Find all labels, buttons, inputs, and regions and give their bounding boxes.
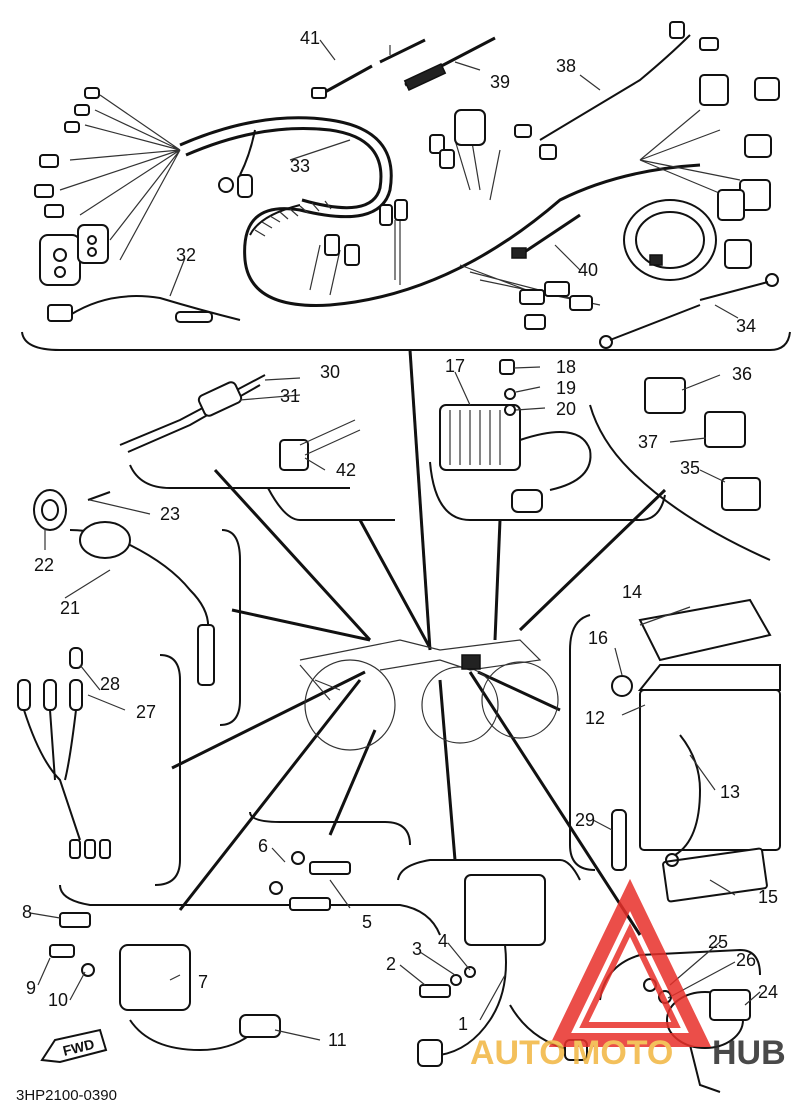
label-40: 40 (578, 260, 598, 280)
label-42: 42 (336, 460, 356, 480)
label-9: 9 (26, 978, 36, 998)
label-30: 30 (320, 362, 340, 382)
label-3: 3 (412, 939, 422, 959)
label-14: 14 (622, 582, 642, 602)
label-37: 37 (638, 432, 658, 452)
label-16: 16 (588, 628, 608, 648)
components-drawing (17, 349, 781, 1093)
label-31: 31 (280, 386, 300, 406)
label-10: 10 (48, 990, 68, 1010)
watermark-text-auto: AUTO (470, 1034, 566, 1072)
label-26: 26 (736, 950, 756, 970)
watermark-text-moto: MOTO (572, 1034, 673, 1072)
label-29: 29 (575, 810, 595, 830)
label-13: 13 (720, 782, 740, 802)
label-4: 4 (438, 931, 448, 951)
label-1: 1 (458, 1014, 468, 1034)
label-28: 28 (100, 674, 120, 694)
label-41: 41 (300, 28, 320, 48)
label-24: 24 (758, 982, 778, 1002)
label-36: 36 (732, 364, 752, 384)
label-33: 33 (290, 156, 310, 176)
label-21: 21 (60, 598, 80, 618)
label-35: 35 (680, 458, 700, 478)
watermark-logo: AUTO MOTO HUB (470, 878, 786, 1072)
label-23: 23 (160, 504, 180, 524)
label-32: 32 (176, 245, 196, 265)
fwd-label: FWD (61, 1036, 96, 1059)
label-5: 5 (362, 912, 372, 932)
label-7: 7 (198, 972, 208, 992)
watermark-triangle-icon (548, 878, 712, 1047)
drawing-code: 3HP2100-0390 (16, 1087, 117, 1104)
label-6: 6 (258, 836, 268, 856)
part-number-labels: 41 39 38 33 32 40 34 30 31 42 17 18 19 2… (22, 28, 778, 1050)
label-15: 15 (758, 887, 778, 907)
label-27: 27 (136, 702, 156, 722)
label-20: 20 (556, 399, 576, 419)
label-22: 22 (34, 555, 54, 575)
label-8: 8 (22, 902, 32, 922)
wire-harness-drawing (21, 21, 791, 351)
label-leaders (29, 39, 761, 1041)
watermark-text-hub: HUB (712, 1034, 786, 1072)
label-38: 38 (556, 56, 576, 76)
label-39: 39 (490, 72, 510, 92)
label-19: 19 (556, 378, 576, 398)
label-2: 2 (386, 954, 396, 974)
label-11: 11 (328, 1030, 347, 1050)
label-17: 17 (445, 356, 465, 376)
label-25: 25 (708, 932, 728, 952)
label-18: 18 (556, 357, 576, 377)
label-34: 34 (736, 316, 756, 336)
label-12: 12 (585, 708, 605, 728)
